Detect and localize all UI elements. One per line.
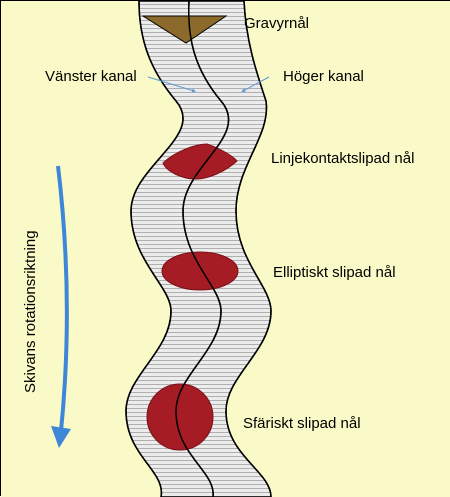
left-channel-pointer (147, 76, 196, 93)
line-contact-label: Linjekontaktslipad nål (271, 150, 414, 167)
right-channel-label: Höger kanal (283, 68, 364, 85)
rotation-arrowhead (51, 426, 71, 448)
groove-center-overlay (175, 1, 230, 497)
spherical-needle-shape (146, 383, 214, 451)
elliptical-label: Elliptiskt slipad nål (273, 264, 396, 281)
groove-outline-overlay-right (225, 1, 272, 497)
right-channel-pointer (241, 76, 270, 92)
groove-outline-overlay (125, 1, 184, 497)
engraving-needle-label: Gravyrnål (244, 15, 309, 32)
engraving-needle-shape (141, 15, 228, 44)
spherical-label: Sfäriskt slipad nål (243, 415, 361, 432)
line-contact-needle-shape (162, 143, 238, 180)
rotation-direction-arrow (56, 165, 69, 432)
left-channel-label: Vänster kanal (45, 68, 137, 85)
elliptical-needle-shape (161, 251, 239, 291)
rotation-direction-label: Skivans rotationsriktning (22, 230, 39, 393)
